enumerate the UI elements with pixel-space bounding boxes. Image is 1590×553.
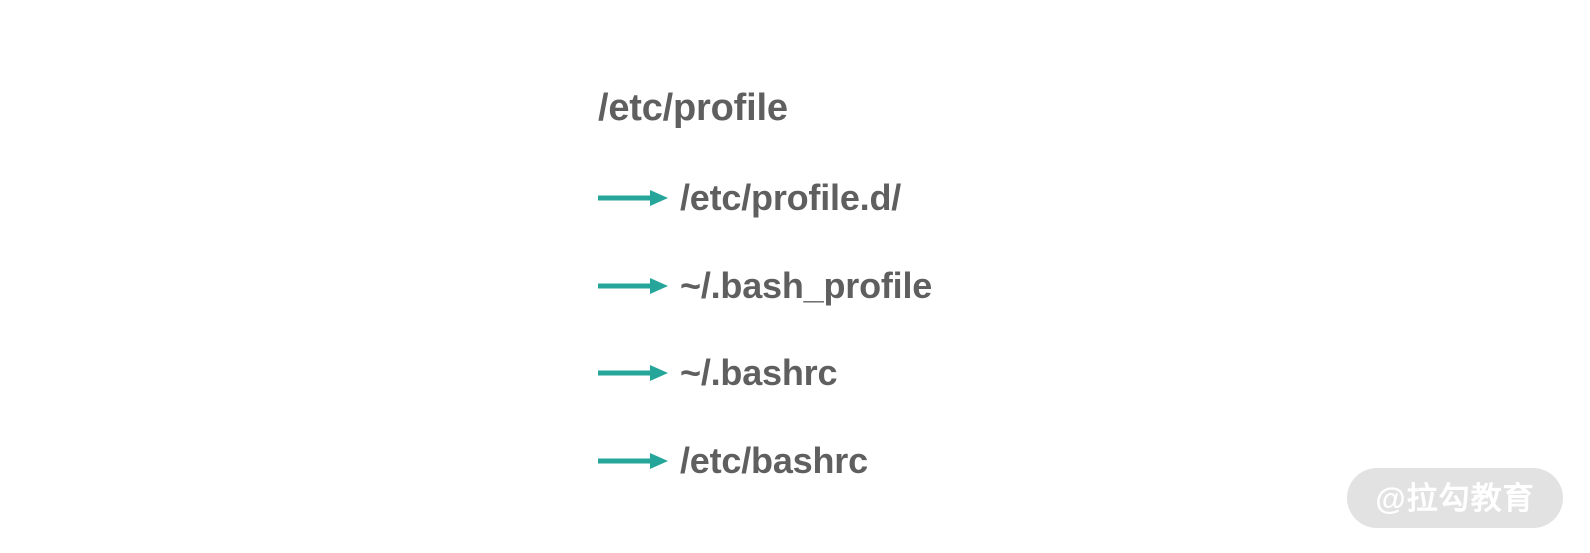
arrow-right-icon xyxy=(598,190,668,206)
watermark-badge: @拉勾教育 xyxy=(1347,468,1563,528)
diagram-child-label: /etc/bashrc xyxy=(680,440,868,481)
diagram-child-label: /etc/profile.d/ xyxy=(680,177,902,218)
diagram-child-row: /etc/profile.d/ xyxy=(598,175,901,221)
diagram-root-node: /etc/profile xyxy=(598,87,788,129)
arrow-right-icon xyxy=(598,278,668,294)
diagram-child-row: ~/.bashrc xyxy=(598,350,837,396)
diagram-child-label: ~/.bash_profile xyxy=(680,265,933,306)
arrow-right-icon xyxy=(598,365,668,381)
arrow-right-icon xyxy=(598,453,668,469)
diagram-child-label: ~/.bashrc xyxy=(680,352,838,393)
diagram-child-row: /etc/bashrc xyxy=(598,438,868,484)
diagram-child-row: ~/.bash_profile xyxy=(598,263,932,309)
watermark-label: @拉勾教育 xyxy=(1375,480,1535,516)
